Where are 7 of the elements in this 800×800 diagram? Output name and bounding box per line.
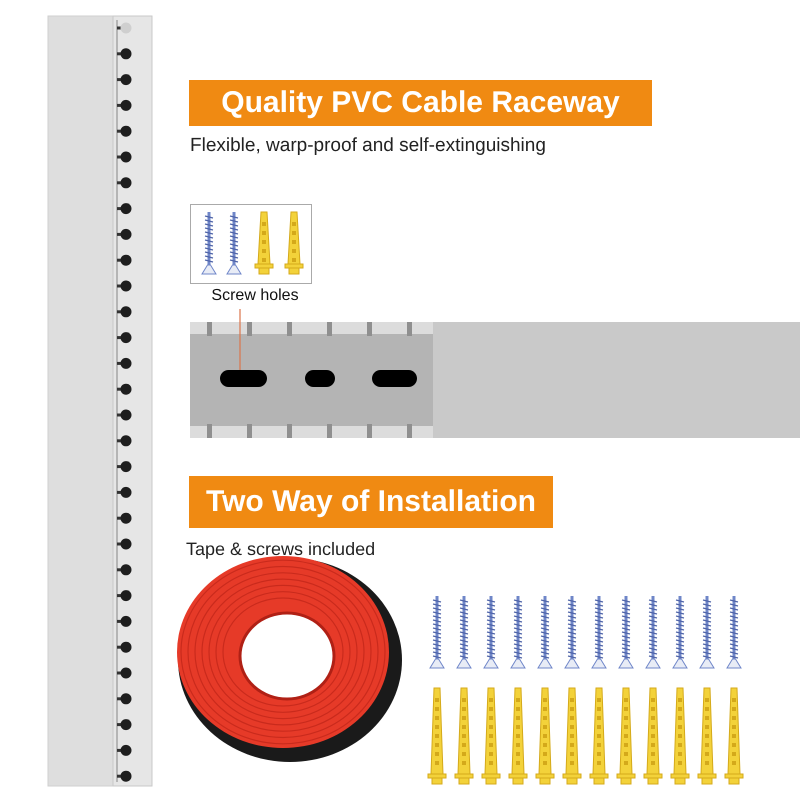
leader-line [239, 309, 241, 370]
title-banner: Quality PVC Cable Raceway [189, 80, 652, 126]
screw-hole-slot [220, 370, 267, 387]
section-banner: Two Way of Installation [189, 476, 553, 528]
subtitle: Flexible, warp-proof and self-extinguishing [190, 135, 546, 157]
callout-label: Screw holes [196, 287, 314, 307]
subtitle: Tape & screws included [186, 539, 376, 560]
